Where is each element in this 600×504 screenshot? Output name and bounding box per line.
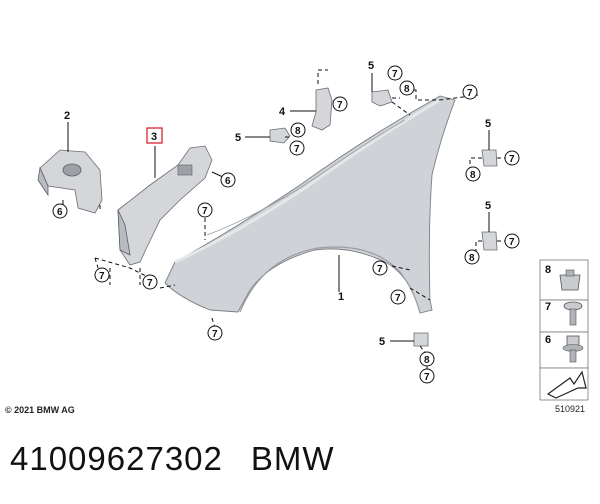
fastener-legend: 8 7 6 [539,259,589,401]
callout-7-k: 7 [202,206,208,217]
clip-part-5-e [413,332,429,347]
legend-label-7: 7 [545,301,551,313]
callout-1: 1 [338,291,344,303]
callout-7-b: 7 [392,69,398,80]
callout-7-j: 7 [212,329,218,340]
callout-5-a: 5 [235,132,241,144]
callout-7-g: 7 [377,264,383,275]
clip-part-5-b [371,89,393,107]
callout-7-a: 7 [337,100,343,111]
clip-part-5-a [269,127,291,144]
callout-2: 2 [64,110,70,122]
callout-3-highlight-box [146,127,163,144]
part-number-line: 41009627302 BMW [10,440,335,478]
callout-3: 3 [151,131,157,143]
callout-6-b: 6 [225,176,231,187]
callout-8-d: 8 [469,253,475,264]
callout-5-e: 5 [379,336,385,348]
clip-part-5-d [481,231,498,251]
circled-callouts: 6 6 7 7 7 7 7 7 7 7 7 7 7 7 7 8 8 8 8 8 [52,65,520,384]
callout-7-c: 7 [467,88,473,99]
drawing-number: 510921 [555,404,586,414]
part-number: 41009627302 [10,440,223,477]
clip-nut-icon [559,274,581,291]
callout-8-c: 8 [470,170,476,181]
legend-label-8: 8 [545,264,551,276]
clip-part-5-c [481,149,498,167]
bracket-part-2 [37,149,103,214]
copyright-notice: © 2021 BMW AG [5,405,75,415]
callout-5-b: 5 [368,60,374,72]
support-strut-part-3 [117,145,213,266]
callout-8-b: 8 [404,84,410,95]
callout-7-i: 7 [424,372,430,383]
callout-5-d: 5 [485,200,491,212]
callout-numbers: 1 2 3 4 5 5 5 5 5 [64,60,491,348]
callout-8-a: 8 [295,126,301,137]
callout-6-a: 6 [57,207,63,218]
legend-label-6: 6 [545,334,551,346]
direction-arrow-icon [546,370,587,399]
callout-8-e: 8 [424,355,430,366]
callout-7-d: 7 [294,144,300,155]
callout-7-h: 7 [395,293,401,304]
brand-name: BMW [250,440,335,477]
callout-7-m: 7 [147,278,153,289]
callout-5-c: 5 [485,118,491,130]
callout-7-e: 7 [509,154,515,165]
fender-panel [164,95,456,314]
callout-7-l: 7 [99,271,105,282]
bracket-part-4 [311,87,333,131]
callout-7-f: 7 [509,237,515,248]
callout-4: 4 [279,106,286,118]
